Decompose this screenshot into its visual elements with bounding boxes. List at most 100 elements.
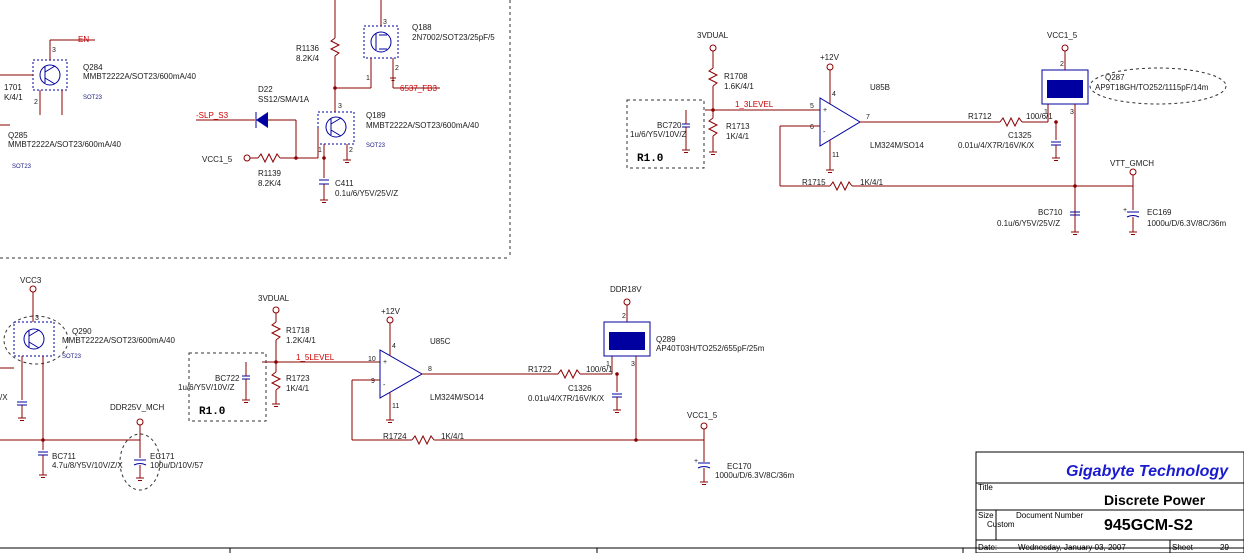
q287-pin1: 1 <box>1044 109 1048 116</box>
r1139-ref: R1139 <box>258 169 282 178</box>
u85b-value: LM324M/SO14 <box>870 141 924 150</box>
u85b-minus: - <box>823 129 826 136</box>
q287-value: AP9T18GH/TO252/1115pF/14m <box>1095 83 1209 92</box>
rev-label-bottom: R1.0 <box>199 406 225 418</box>
bc720-ref: BC720 <box>657 121 682 130</box>
bc722-value: 1u/6/Y5V/10V/Z <box>178 383 235 392</box>
net-6537-fb3: 6537_FB3 <box>400 84 437 93</box>
sheet-label: Sheet <box>1172 543 1194 552</box>
ec171-value: 100u/D/10V/57 <box>150 461 204 470</box>
q284-value: MMBT2222A/SOT23/600mA/40 <box>83 72 196 81</box>
ddr18v-label: DDR18V <box>610 285 642 294</box>
sheet-frame <box>0 547 1244 553</box>
net-slp-s3: -SLP_S3 <box>196 111 229 120</box>
u85b-ref: U85B <box>870 83 890 92</box>
block-top-left: EN Q284 MMBT2222A/SOT23/600mA/40 SOT23 3… <box>0 0 511 259</box>
q285-value: MMBT2222A/SOT23/600mA/40 <box>8 140 121 149</box>
ec171-ref: EC171 <box>150 452 175 461</box>
u85b-pin7: 7 <box>866 114 870 121</box>
q189-pin2: 2 <box>349 147 353 154</box>
q189-pin3: 3 <box>338 103 342 110</box>
q188-mosfet <box>335 0 440 89</box>
u85c-pin11: 11 <box>392 403 399 410</box>
size-label: Size <box>978 511 994 520</box>
ec170-value: 1000u/D/6.3V/8C/36m <box>715 471 794 480</box>
r1708-value: 1.6K/4/1 <box>724 82 754 91</box>
u85b-pin4: 4 <box>832 91 836 98</box>
bc711-ref: BC711 <box>52 452 76 461</box>
rev-label-top: R1.0 <box>637 153 663 165</box>
q289-value: AP40T03H/TO252/655pF/25m <box>656 344 765 353</box>
r1139-resistor <box>243 152 296 164</box>
q290-pin3: 3 <box>35 315 39 322</box>
q285-ref: Q285 <box>8 131 28 140</box>
company-name: Gigabyte Technology <box>1066 463 1229 480</box>
vcc3-label: VCC3 <box>20 276 42 285</box>
q188-value: 2N7002/SOT23/25pF/5 <box>412 33 495 42</box>
ec170-ref: EC170 <box>727 462 752 471</box>
u85b-plus: + <box>823 107 827 114</box>
block-u85b: 3VDUAL R1708 1.6K/4/1 1_3LEVEL R1713 1K/… <box>626 31 1227 235</box>
q188-pin2: 2 <box>395 65 399 72</box>
r1724-ref: R1724 <box>383 432 407 441</box>
d22-diode <box>196 112 297 158</box>
net-1-5level: 1_5LEVEL <box>296 353 335 362</box>
r1724-value: 1K/4/1 <box>441 432 465 441</box>
r1701-value: K/4/1 <box>4 93 23 102</box>
u85c-plus: + <box>383 359 387 366</box>
sheet-number: 29 <box>1220 543 1229 552</box>
u85b-pin11: 11 <box>832 152 839 159</box>
date-value: Wednesday, January 03, 2007 <box>1018 543 1126 552</box>
d22-ref: D22 <box>258 85 273 94</box>
vtt-gmch-label: VTT_GMCH <box>1110 159 1154 168</box>
c1326-ref: C1326 <box>568 384 592 393</box>
q290-package: SOT23 <box>62 354 82 360</box>
title-block: Gigabyte Technology Title Discrete Power… <box>975 451 1244 553</box>
q284-package: SOT23 <box>83 95 103 101</box>
u85b-pin5: 5 <box>810 103 814 110</box>
r1701-ref: 1701 <box>4 83 22 92</box>
c411-value: 0.1u/6/Y5V/25V/Z <box>335 189 398 198</box>
bc710-ref: BC710 <box>1038 208 1063 217</box>
bc711-value: 4.7u/8/Y5V/10V/Z/X <box>52 461 123 470</box>
net-1-3level: 1_3LEVEL <box>735 100 774 109</box>
q284-transistor <box>0 39 95 115</box>
p12v-top-label: +12V <box>820 53 840 62</box>
r1715-value: 1K/4/1 <box>860 178 884 187</box>
r1136-ref: R1136 <box>296 44 320 53</box>
block-u85c: 3VDUAL R1718 1.2K/4/1 1_5LEVEL R1723 1K/… <box>178 285 794 485</box>
u85c-pin8: 8 <box>428 366 432 373</box>
ec169-value: 1000u/D/6.3V/8C/36m <box>1147 219 1226 228</box>
q287-pin3: 3 <box>1070 109 1074 116</box>
c1326-value: 0.01u/4/X7R/16V/K/X <box>528 394 605 403</box>
vdual-top-label: 3VDUAL <box>697 31 729 40</box>
q189-pin1: 1 <box>318 147 322 154</box>
ec169-plus: + <box>1123 207 1127 214</box>
date-label: Date: <box>978 543 997 552</box>
q189-ref: Q189 <box>366 111 386 120</box>
q287-pin2: 2 <box>1060 61 1064 68</box>
c411-ref: C411 <box>335 179 354 188</box>
document-number: 945GCM-S2 <box>1104 517 1193 534</box>
r1708-ref: R1708 <box>724 72 748 81</box>
u85c-minus: - <box>383 382 386 389</box>
r1713-value: 1K/4/1 <box>726 132 750 141</box>
r1136-resistor <box>329 0 341 90</box>
q284-pin2: 2 <box>34 99 38 106</box>
q289-pin1: 1 <box>606 361 610 368</box>
u85b-pin6: 6 <box>810 124 814 131</box>
sheet-title: Discrete Power <box>1104 492 1206 508</box>
u85c-pin9: 9 <box>371 378 375 385</box>
p12v-bot-label: +12V <box>381 307 401 316</box>
ddr25v-label: DDR25V_MCH <box>110 403 164 412</box>
r1723-ref: R1723 <box>286 374 310 383</box>
r1718-ref: R1718 <box>286 326 310 335</box>
block-q290: VCC3 /X 3 Q290 MMBT2222A/SOT23/600mA/40 … <box>0 276 204 491</box>
q289-pin2: 2 <box>622 313 626 320</box>
r1715-ref: R1715 <box>802 178 826 187</box>
docnum-label: Document Number <box>1016 511 1083 520</box>
c1325-value: 0.01u/4/X7R/16V/K/X <box>958 141 1035 150</box>
ec170-plus: + <box>694 458 698 465</box>
left-value-x: /X <box>0 393 8 402</box>
